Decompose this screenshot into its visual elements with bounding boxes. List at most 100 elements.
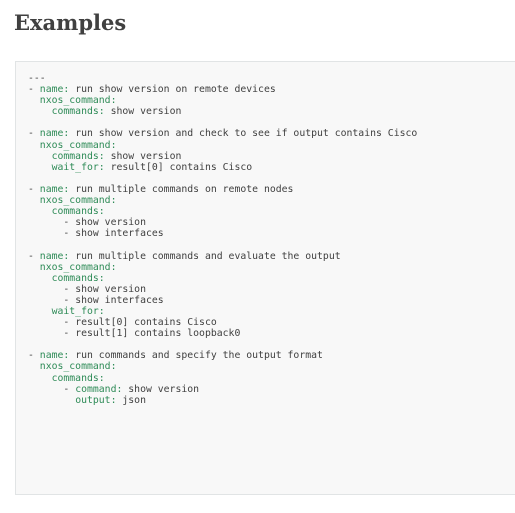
code-line: nxos_command: xyxy=(28,95,515,106)
code-line: - name: run multiple commands and evalua… xyxy=(28,251,515,262)
page-title: Examples xyxy=(14,10,127,35)
code-line: - show interfaces xyxy=(28,228,515,239)
code-indent xyxy=(28,195,40,206)
code-key: command: xyxy=(75,383,123,395)
code-indent xyxy=(28,361,40,372)
code-indent xyxy=(28,395,75,406)
code-line: - show version xyxy=(28,284,515,295)
code-indent xyxy=(28,328,63,339)
code-indent xyxy=(28,106,52,117)
code-line: nxos_command: xyxy=(28,361,515,372)
code-value: result[0] contains Cisco xyxy=(75,317,217,329)
code-line: - result[0] contains Cisco xyxy=(28,317,515,328)
code-key: nxos_command: xyxy=(39,195,117,207)
code-key: name: xyxy=(39,128,70,140)
code-indent xyxy=(28,140,40,151)
code-list-dash: - xyxy=(28,250,40,262)
code-key: nxos_command: xyxy=(39,139,117,151)
code-list-dash: - xyxy=(63,217,76,229)
code-line: commands: xyxy=(28,373,515,384)
code-line: - result[1] contains loopback0 xyxy=(28,328,515,339)
code-indent xyxy=(28,95,40,106)
code-list-dash: - xyxy=(63,228,76,240)
code-list-dash: - xyxy=(63,294,76,306)
code-value: run multiple commands and evaluate the o… xyxy=(69,250,341,262)
code-value: run show version on remote devices xyxy=(69,84,276,96)
code-indent xyxy=(28,284,63,295)
code-value: json xyxy=(116,394,146,406)
code-indent xyxy=(28,151,52,162)
code-key: output: xyxy=(75,394,117,406)
code-line: - show version xyxy=(28,217,515,228)
code-blank-line xyxy=(28,339,515,350)
code-indent xyxy=(28,217,63,228)
code-list-dash: - xyxy=(63,317,76,329)
code-indent xyxy=(28,162,52,173)
code-list-dash: - xyxy=(63,283,76,295)
code-key: name: xyxy=(39,84,70,96)
code-list-dash: - xyxy=(28,128,40,140)
code-key: wait_for: xyxy=(51,305,105,317)
code-key: commands: xyxy=(51,372,105,384)
code-blank-line xyxy=(28,117,515,128)
code-line: - name: run commands and specify the out… xyxy=(28,350,515,361)
code-key: name: xyxy=(39,183,70,195)
code-blank-line xyxy=(28,173,515,184)
code-indent xyxy=(28,273,52,284)
code-value: show interfaces xyxy=(75,294,164,306)
code-key: commands: xyxy=(51,106,105,118)
code-line: nxos_command: xyxy=(28,262,515,273)
code-value: run show version and check to see if out… xyxy=(69,128,418,140)
code-value: --- xyxy=(28,73,46,84)
code-line: wait_for: result[0] contains Cisco xyxy=(28,162,515,173)
code-line: - command: show version xyxy=(28,384,515,395)
code-key: nxos_command: xyxy=(39,361,117,373)
code-key: nxos_command: xyxy=(39,261,117,273)
code-indent xyxy=(28,373,52,384)
code-key: commands: xyxy=(51,150,105,162)
code-line: commands: show version xyxy=(28,151,515,162)
code-value: show interfaces xyxy=(75,228,164,240)
code-line: commands: show version xyxy=(28,106,515,117)
code-list-dash: - xyxy=(28,84,40,96)
code-line: commands: xyxy=(28,273,515,284)
code-list-dash: - xyxy=(63,328,76,340)
code-indent xyxy=(28,384,63,395)
code-key: commands: xyxy=(51,272,105,284)
code-value: result[1] contains loopback0 xyxy=(75,328,241,340)
code-list-dash: - xyxy=(28,350,40,362)
code-line: - show interfaces xyxy=(28,295,515,306)
code-key: name: xyxy=(39,350,70,362)
code-line: --- xyxy=(28,73,515,84)
code-line: wait_for: xyxy=(28,306,515,317)
code-indent xyxy=(28,295,63,306)
code-list-dash: - xyxy=(63,383,76,395)
code-key: wait_for: xyxy=(51,161,105,173)
code-value: result[0] contains Cisco xyxy=(104,161,253,173)
code-key: commands: xyxy=(51,206,105,218)
code-line: nxos_command: xyxy=(28,140,515,151)
code-value: show version xyxy=(75,283,146,295)
code-value: show version xyxy=(122,383,200,395)
code-block[interactable]: ---- name: run show version on remote de… xyxy=(15,61,515,495)
code-line: nxos_command: xyxy=(28,195,515,206)
code-line: - name: run show version and check to se… xyxy=(28,128,515,139)
code-blank-line xyxy=(28,239,515,250)
code-value: run multiple commands on remote nodes xyxy=(69,183,294,195)
code-indent xyxy=(28,228,63,239)
code-value: run commands and specify the output form… xyxy=(69,350,323,362)
code-line: - name: run multiple commands on remote … xyxy=(28,184,515,195)
code-line: output: json xyxy=(28,395,515,406)
code-indent xyxy=(28,317,63,328)
code-indent xyxy=(28,306,52,317)
code-key: name: xyxy=(39,250,70,262)
code-key: nxos_command: xyxy=(39,95,117,107)
code-list-dash: - xyxy=(28,183,40,195)
code-line: - name: run show version on remote devic… xyxy=(28,84,515,95)
code-indent xyxy=(28,206,52,217)
code-indent xyxy=(28,262,40,273)
code-value: show version xyxy=(104,150,182,162)
code-line: commands: xyxy=(28,206,515,217)
code-value: show version xyxy=(104,106,182,118)
code-value: show version xyxy=(75,217,146,229)
